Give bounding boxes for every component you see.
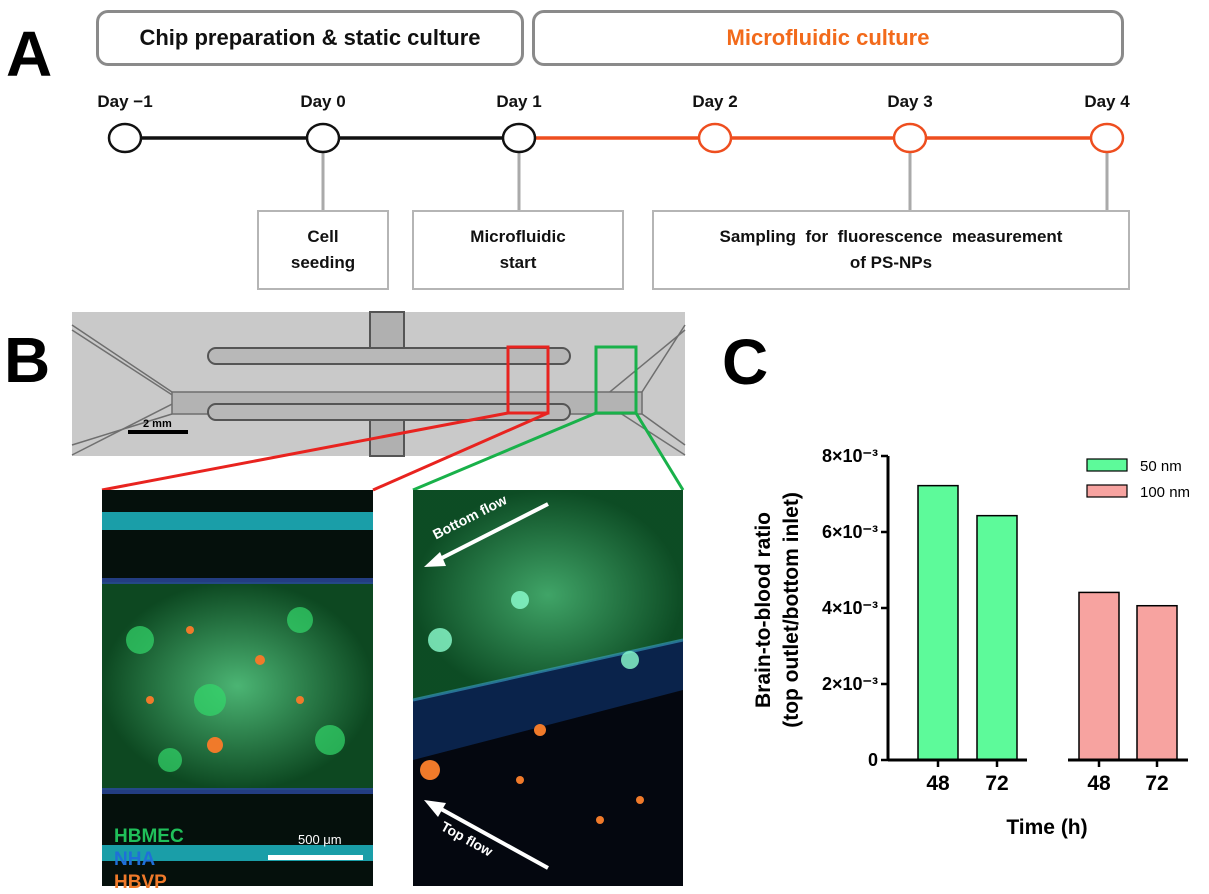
chip-overview-image xyxy=(71,311,686,886)
bar xyxy=(1078,591,1120,761)
day-node-0 xyxy=(305,122,341,154)
day-label-2: Day 2 xyxy=(692,92,738,111)
legend-label: 50 nm xyxy=(1140,458,1182,475)
fluorescence-micrograph-left xyxy=(102,490,373,886)
panel-b-label: B xyxy=(4,324,51,396)
day-node-minus1 xyxy=(107,122,143,154)
x-axis-title: Time (h) xyxy=(1006,816,1087,839)
legend-swatch xyxy=(1086,458,1128,472)
phase-microfluidic-label: Microfluidic culture xyxy=(726,25,930,50)
day-node-1 xyxy=(501,122,537,154)
x-tick-label: 48 xyxy=(926,772,950,795)
event-cell-seeding: Cell seeding xyxy=(257,210,389,290)
x-tick-label: 48 xyxy=(1087,772,1111,795)
event-microfluidic-start-line1: Microfluidic xyxy=(470,226,566,246)
phase-static-label: Chip preparation & static culture xyxy=(139,25,481,50)
day-label-0: Day 0 xyxy=(300,92,346,111)
y-tick-label: 0 xyxy=(868,750,878,770)
bar xyxy=(976,514,1018,761)
bar xyxy=(917,484,959,761)
legend-swatch xyxy=(1086,484,1128,498)
event-sampling: Sampling for fluorescence measurement of … xyxy=(652,210,1130,290)
event-cell-seeding-line1: Cell xyxy=(307,226,339,246)
micrograph-scale-label: 500 μm xyxy=(298,832,342,847)
y-tick-label: 6×10⁻³ xyxy=(822,522,878,542)
y-axis-subtitle: (top outlet/bottom inlet) xyxy=(780,492,803,728)
legend-hbvp: HBVP xyxy=(114,872,167,893)
micrograph-scale-bar xyxy=(268,855,363,860)
event-microfluidic-start-line2: start xyxy=(499,253,537,272)
panel-c-label: C xyxy=(722,326,769,398)
x-tick-label: 72 xyxy=(985,772,1008,795)
event-cell-seeding-line2: seeding xyxy=(290,253,356,272)
green-zoom-box xyxy=(594,345,638,415)
day-label-4: Day 4 xyxy=(1084,92,1130,111)
y-tick-label: 8×10⁻³ xyxy=(822,446,878,466)
bar xyxy=(1136,604,1178,761)
day-node-2 xyxy=(697,122,733,154)
y-axis-title: Brain-to-blood ratio xyxy=(752,512,775,708)
event-sampling-line1: Sampling for fluorescence measurement xyxy=(719,226,1063,246)
day-label-minus1: Day −1 xyxy=(97,92,153,111)
phase-static-box: Chip preparation & static culture xyxy=(96,10,524,66)
x-tick-label: 72 xyxy=(1145,772,1168,795)
chip-scale-label: 2 mm xyxy=(143,418,172,430)
day-label-3: Day 3 xyxy=(887,92,933,111)
day-node-3 xyxy=(892,122,928,154)
legend-hbmec: HBMEC xyxy=(114,826,184,847)
red-zoom-box xyxy=(506,345,550,415)
panel-a-label: A xyxy=(6,18,53,90)
day-node-4 xyxy=(1089,122,1125,154)
event-microfluidic-start: Microfluidic start xyxy=(412,210,624,290)
fluorescence-micrograph-right xyxy=(412,490,684,886)
legend-nha: NHA xyxy=(114,849,156,870)
phase-microfluidic-box: Microfluidic culture xyxy=(532,10,1124,66)
top-flow-arrow xyxy=(431,802,549,870)
bottom-flow-arrow xyxy=(431,502,549,565)
day-label-1: Day 1 xyxy=(496,92,542,111)
timeline-graphic xyxy=(107,122,1125,210)
event-sampling-line2: of PS-NPs xyxy=(849,253,933,272)
legend-label: 100 nm xyxy=(1140,484,1190,501)
y-tick-label: 4×10⁻³ xyxy=(822,598,878,618)
y-tick-label: 2×10⁻³ xyxy=(822,674,878,694)
